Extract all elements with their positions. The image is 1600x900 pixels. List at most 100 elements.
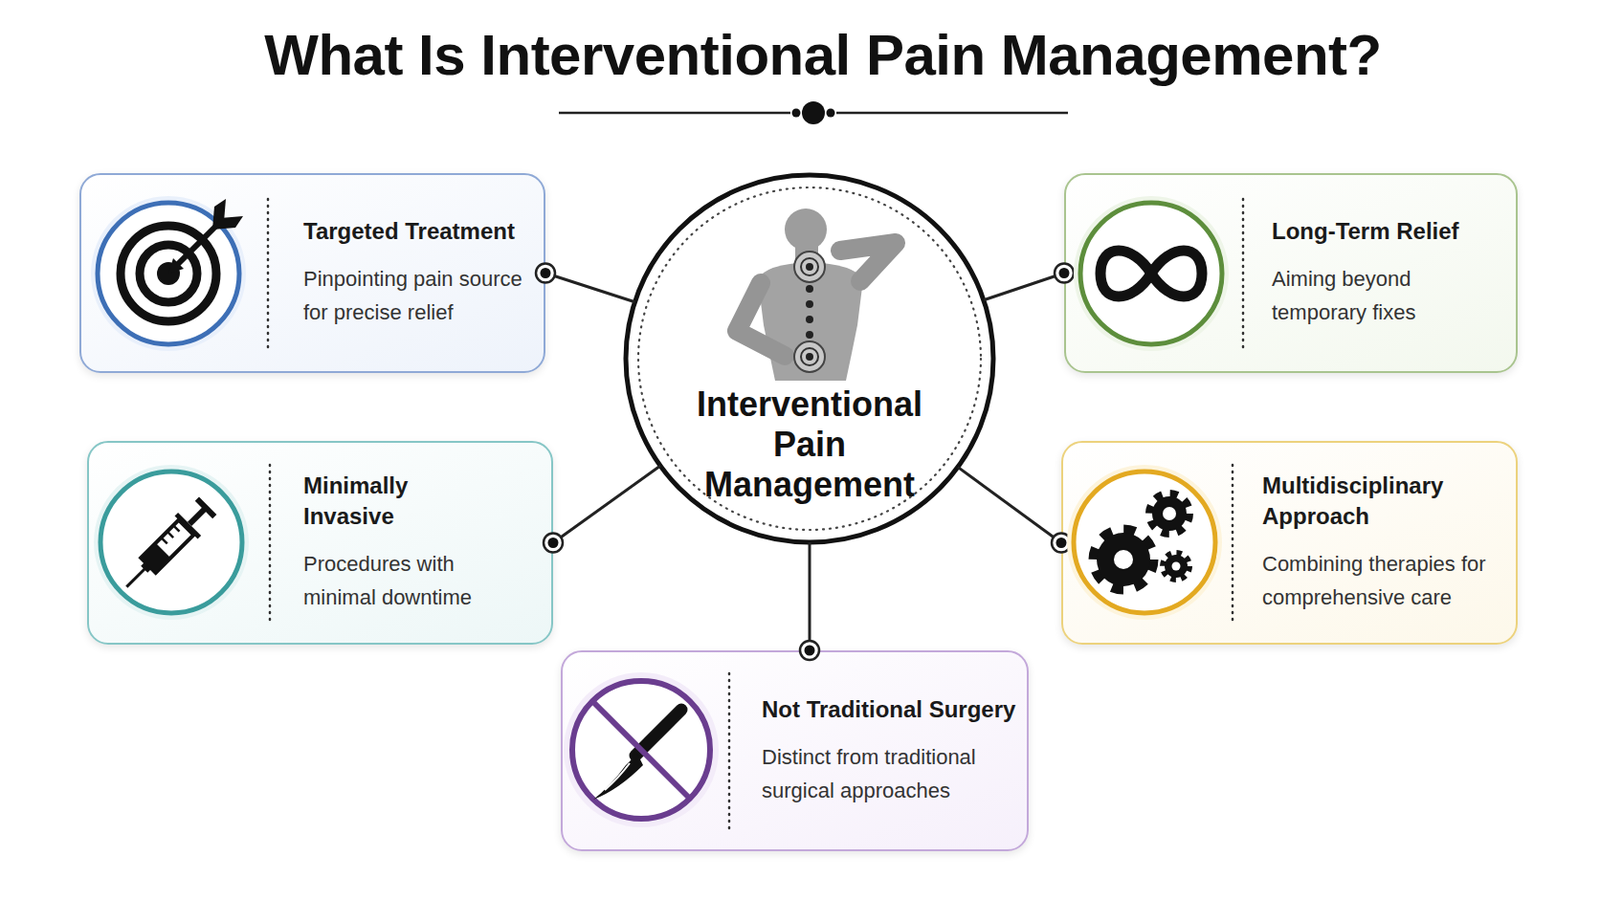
- arrow-symbol: [168, 258, 184, 274]
- connector-line: [545, 273, 635, 303]
- hub-label: Interventional Pain Management: [680, 384, 939, 506]
- gear-symbol: [1164, 555, 1188, 578]
- spine-dot: [805, 300, 814, 309]
- pain-target: [805, 353, 814, 361]
- icon-halo: [1066, 465, 1223, 621]
- connector-dot-ring: [1054, 264, 1074, 284]
- dotted-separator: [728, 673, 732, 833]
- no-symbol-slash: [593, 702, 689, 799]
- hub-ring: [625, 175, 994, 543]
- scalpel-blade: [593, 754, 644, 800]
- icon-ring: [100, 471, 243, 614]
- figure-neck: [795, 243, 819, 267]
- figure-arm: [840, 243, 896, 282]
- box-text: Long-Term ReliefAiming beyond temporary …: [1271, 175, 1502, 371]
- hub-dotted-ring: [638, 187, 981, 531]
- syringe-flange: [175, 512, 202, 540]
- box-text: Multidisciplinary ApproachCombining ther…: [1262, 443, 1507, 643]
- box-description: Distinct from traditional surgical appro…: [761, 740, 1025, 808]
- gear-symbol: [1162, 553, 1190, 580]
- connector-dot-core: [540, 267, 552, 279]
- syringe-plunger: [195, 497, 218, 520]
- dotted-separator: [1231, 465, 1235, 623]
- feature-box: Minimally InvasiveProcedures with minima…: [87, 441, 554, 645]
- box-heading: Minimally Invasive: [303, 470, 500, 533]
- pain-target: [800, 348, 819, 366]
- box-description: Procedures with minimal downtime: [303, 547, 500, 615]
- connector-dot-core: [1056, 537, 1067, 549]
- target-symbol: [120, 225, 217, 322]
- box-heading: Not Traditional Surgery: [761, 694, 1025, 726]
- connector-dot-ring: [1051, 533, 1071, 554]
- title-rule: [558, 111, 791, 115]
- connector-dot: [800, 641, 820, 661]
- box-text: Minimally InvasiveProcedures with minima…: [303, 443, 500, 643]
- gear-symbol: [1149, 493, 1190, 534]
- icon-halo: [563, 672, 719, 828]
- spine-dot: [805, 285, 814, 293]
- figure-arm: [736, 283, 785, 356]
- pain-target: [794, 251, 825, 283]
- spine-dot: [805, 331, 814, 339]
- syringe-symbol: [114, 494, 220, 600]
- icon-halo: [1073, 196, 1229, 352]
- icon-halo: [90, 196, 246, 352]
- box-description: Pinpointing pain source for precise reli…: [303, 262, 538, 330]
- box-text: Targeted TreatmentPinpointing pain sourc…: [303, 175, 538, 371]
- icon-ring: [1080, 202, 1223, 345]
- pain-target: [794, 341, 825, 373]
- connector-dot: [1051, 533, 1071, 554]
- title-rule: [836, 111, 1068, 115]
- pain-target: [800, 258, 819, 276]
- syringe-needle: [126, 566, 147, 587]
- box-heading: Targeted Treatment: [303, 216, 538, 247]
- gear-symbol: [1152, 496, 1187, 532]
- dotted-separator: [268, 465, 272, 623]
- icon-ring: [1073, 471, 1216, 614]
- spine-dot: [805, 315, 814, 324]
- connector-dot-core: [548, 537, 559, 549]
- title-dot: [826, 109, 836, 118]
- feature-box: Targeted TreatmentPinpointing pain sourc…: [79, 173, 546, 374]
- syringe-liquid: [140, 543, 171, 574]
- syringe-barrel: [140, 520, 194, 574]
- syringe-tick: [160, 537, 167, 544]
- gear-symbol: [1096, 533, 1151, 587]
- box-description: Combining therapies for comprehensive ca…: [1262, 547, 1507, 615]
- feature-box: Multidisciplinary ApproachCombining ther…: [1061, 441, 1518, 645]
- syringe-tick: [167, 532, 174, 538]
- arrow-fletching: [212, 216, 244, 230]
- connector-dot-ring: [543, 533, 563, 554]
- figure-torso: [757, 262, 864, 381]
- connector-dot-core: [1059, 267, 1070, 279]
- syringe-tip: [140, 562, 152, 574]
- icon-ring: [572, 681, 711, 820]
- gear-symbol: [1093, 530, 1154, 590]
- connector-dot-core: [804, 645, 816, 657]
- connector-line: [957, 466, 1062, 543]
- connector-line: [983, 273, 1065, 301]
- connector-dot: [535, 264, 556, 284]
- title-dot: [801, 101, 825, 125]
- title-dot: [792, 109, 801, 118]
- dotted-separator: [266, 199, 270, 353]
- scalpel-handle: [635, 710, 682, 756]
- feature-box: Long-Term ReliefAiming beyond temporary …: [1064, 173, 1518, 374]
- syringe-tick: [173, 525, 179, 532]
- box-heading: Multidisciplinary Approach: [1262, 470, 1507, 533]
- pain-target: [805, 263, 814, 271]
- connector-line: [553, 466, 661, 543]
- arrow-fletching: [212, 199, 226, 230]
- feature-box: Not Traditional SurgeryDistinct from tra…: [560, 650, 1029, 852]
- infinity-symbol: [1100, 250, 1202, 297]
- connector-dot: [1054, 264, 1074, 284]
- box-description: Aiming beyond temporary fixes: [1271, 262, 1502, 330]
- icon-halo: [93, 465, 249, 621]
- syringe-plunger: [187, 507, 207, 527]
- connector-line: [808, 542, 812, 651]
- dotted-separator: [1242, 199, 1245, 353]
- box-heading: Long-Term Relief: [1271, 216, 1502, 247]
